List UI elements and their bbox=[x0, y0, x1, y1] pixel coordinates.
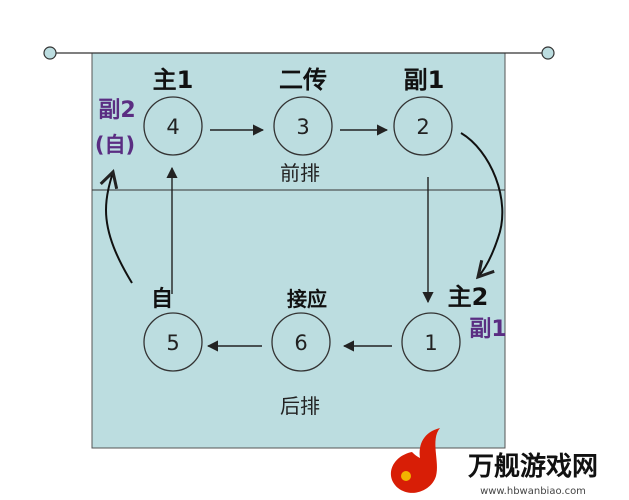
net-post-right bbox=[541, 46, 555, 60]
role-label-6: 接应 bbox=[287, 287, 327, 311]
position-number: 4 bbox=[166, 115, 179, 139]
role-label-1: 主2 bbox=[448, 283, 489, 311]
role-label-4: 主1 bbox=[153, 66, 194, 94]
curve-arrow-left bbox=[99, 169, 133, 284]
position-2: 2 bbox=[393, 96, 453, 156]
net-post-left bbox=[43, 46, 57, 60]
role-label-3: 二传 bbox=[279, 66, 327, 94]
position-number: 2 bbox=[416, 115, 429, 139]
position-number: 6 bbox=[294, 331, 307, 355]
position-3: 3 bbox=[273, 96, 333, 156]
annotation-sub2-paren: (自) bbox=[95, 133, 135, 157]
position-4: 4 bbox=[143, 96, 203, 156]
position-number: 3 bbox=[296, 115, 309, 139]
watermark-logo-dot bbox=[401, 471, 411, 481]
position-6: 6 bbox=[271, 312, 331, 372]
watermark-url: www.hbwanbiao.com bbox=[480, 486, 586, 497]
role-label-2: 副1 bbox=[404, 66, 445, 94]
front-row-label: 前排 bbox=[280, 161, 320, 185]
role-label-5: 自 bbox=[151, 286, 173, 312]
watermark-brand: 万舰游戏网 bbox=[468, 451, 598, 482]
position-5: 5 bbox=[143, 312, 203, 372]
position-number: 5 bbox=[166, 331, 179, 355]
position-1: 1 bbox=[401, 312, 461, 372]
position-number: 1 bbox=[424, 331, 437, 355]
curve-arrow-right bbox=[460, 132, 504, 280]
back-row-label: 后排 bbox=[280, 394, 320, 418]
annotation-sub2: 副2 bbox=[98, 98, 135, 123]
watermark: 万舰游戏网 www.hbwanbiao.com bbox=[390, 428, 598, 497]
annotation-sub1: 副1 bbox=[469, 317, 506, 342]
